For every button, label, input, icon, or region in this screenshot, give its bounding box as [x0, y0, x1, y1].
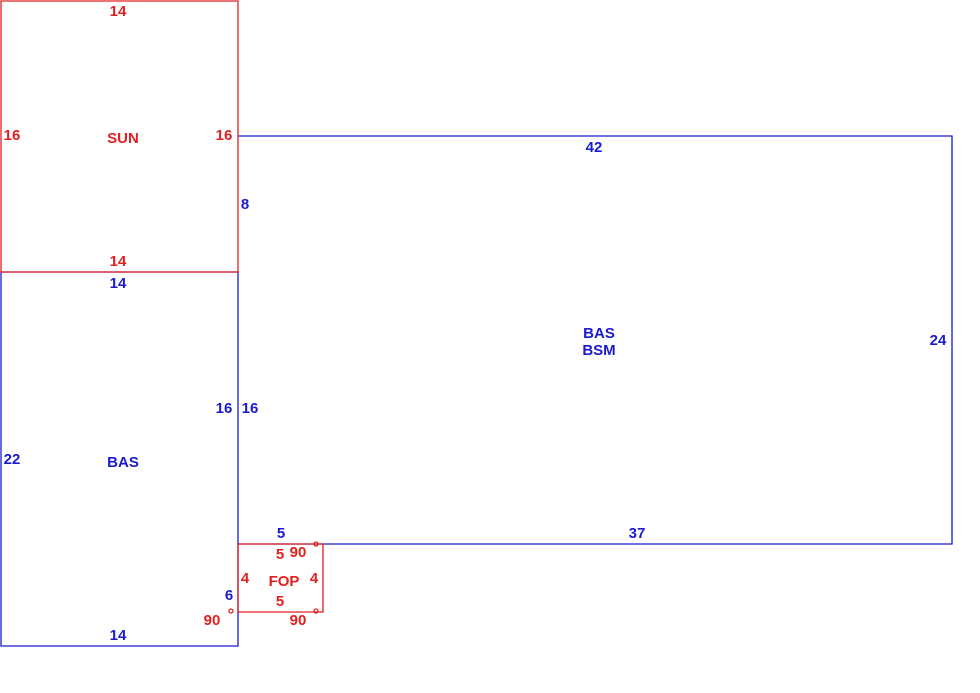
bas-left-right-dimension: 16: [216, 400, 233, 417]
bas-main-code-label: BAS: [583, 325, 615, 342]
bas-main-right-dimension: 24: [930, 332, 947, 349]
sun-right-dimension: 16: [216, 127, 233, 144]
sun-left-dimension: 16: [4, 127, 21, 144]
bas-left-code-label: BAS: [107, 454, 139, 471]
fop-top-dimension: 5: [276, 546, 284, 563]
bas-left-left-dimension: 22: [4, 451, 21, 468]
fop-left-dimension: 4: [241, 570, 250, 587]
bas-main-top-dimension: 42: [586, 139, 603, 156]
angle-marker-icon: [228, 608, 234, 614]
bas-left-top-dimension: 14: [110, 275, 127, 292]
sun-bottom-dimension: 14: [110, 253, 127, 270]
sun-code-label: SUN: [107, 130, 139, 147]
fop-outline: [237, 543, 324, 613]
fop-angle-bottom-left: 90: [204, 612, 221, 629]
angle-marker-icon: [313, 541, 319, 547]
fop-angle-bottom-right: 90: [290, 612, 307, 629]
sun-outline: [0, 0, 239, 273]
bas-main-code2-label: BSM: [582, 342, 615, 359]
angle-marker-icon: [313, 608, 319, 614]
bas-main-left-dimension: 16: [242, 400, 259, 417]
sun-top-dimension: 14: [110, 3, 127, 20]
fop-bottom-dimension: 5: [276, 593, 284, 610]
fop-right-dimension: 4: [310, 570, 319, 587]
bas-main-bottom-dimension: 37: [629, 525, 646, 542]
fop-code-label: FOP: [269, 573, 300, 590]
bas-main-step-lower-dimension: 5: [277, 525, 285, 542]
bas-left-inner-dimension: 6: [225, 587, 233, 604]
bas-main-outline: [238, 135, 953, 545]
bas-left-bottom-dimension: 14: [110, 627, 127, 644]
fop-angle-top-right: 90: [290, 544, 307, 561]
bas-main-step-upper-dimension: 8: [241, 196, 249, 213]
